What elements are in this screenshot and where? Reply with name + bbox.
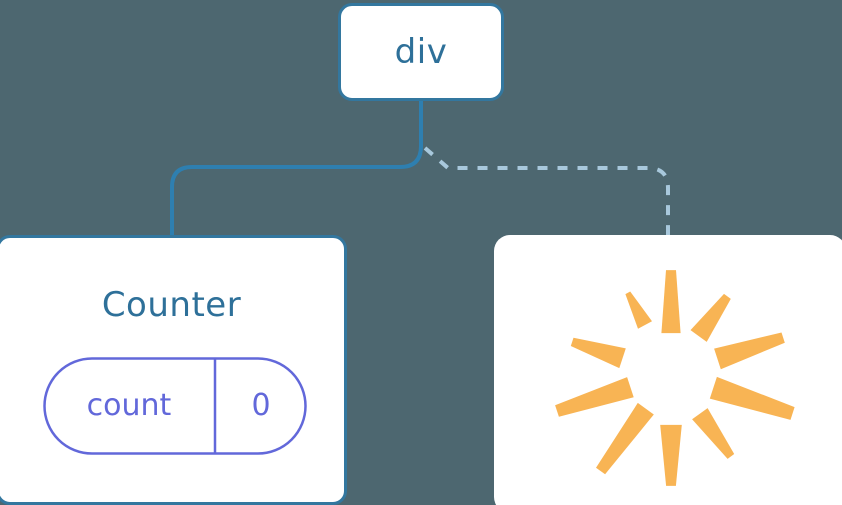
node-counter[interactable]: Counter count 0 <box>0 235 347 505</box>
prop-pill-count[interactable]: count 0 <box>43 357 307 455</box>
prop-key-label: count <box>86 388 172 423</box>
node-div[interactable]: div <box>338 3 504 101</box>
sparkle-ray-3 <box>709 376 795 420</box>
sparkle-ray-0 <box>661 270 681 334</box>
sparkle-ray-9 <box>625 291 652 329</box>
sparkle-ray-1 <box>690 293 731 342</box>
edge-div-to-sparkle <box>423 146 670 236</box>
sparkle-ray-4 <box>692 408 735 459</box>
sparkle-ray-8 <box>570 337 626 369</box>
sparkle-ray-6 <box>596 402 654 475</box>
edge-div-to-counter <box>170 99 423 238</box>
node-sparkle-highlight[interactable] <box>494 235 842 505</box>
sparkle-burst-icon <box>555 270 795 486</box>
prop-pill-shape <box>43 357 307 455</box>
sparkle-ray-5 <box>660 424 682 486</box>
prop-value-label: 0 <box>251 388 271 423</box>
node-counter-label: Counter <box>101 285 242 325</box>
node-div-label: div <box>394 32 448 72</box>
sparkle-ray-7 <box>555 377 634 417</box>
sparkle-ray-2 <box>714 332 785 370</box>
